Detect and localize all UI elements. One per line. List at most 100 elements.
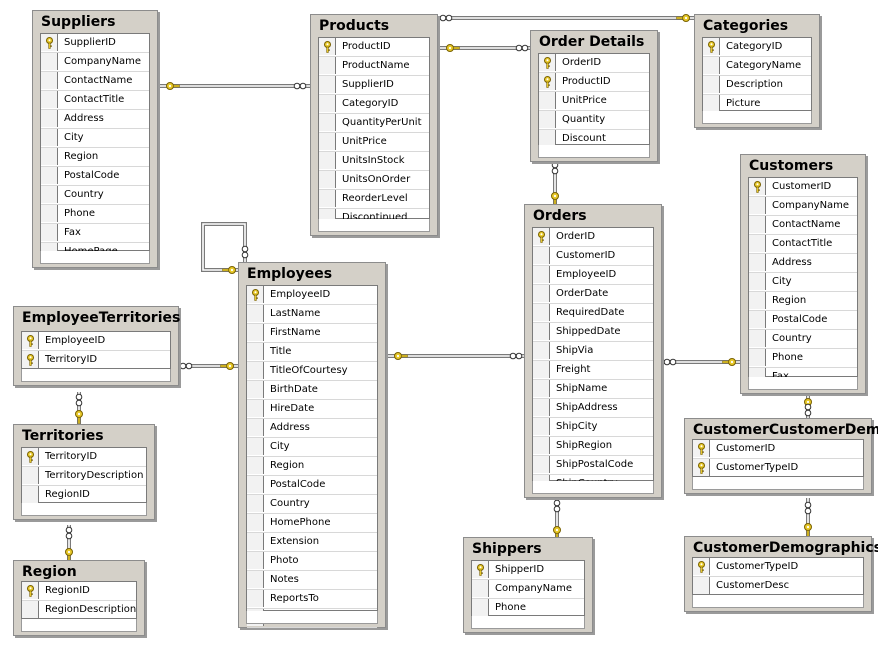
row-selector[interactable] [693, 577, 710, 594]
row-selector[interactable] [41, 148, 58, 165]
column-row[interactable]: ShipVia [533, 342, 653, 361]
row-selector[interactable] [693, 459, 710, 476]
row-selector[interactable] [533, 437, 550, 454]
row-selector[interactable] [533, 304, 550, 321]
column-row[interactable]: Country [247, 495, 377, 514]
row-selector[interactable] [539, 130, 556, 147]
row-selector[interactable] [749, 235, 766, 252]
column-row[interactable]: QuantityPerUnit [319, 114, 429, 133]
column-row[interactable]: CategoryID [703, 38, 811, 57]
row-selector[interactable] [41, 72, 58, 89]
table-title[interactable]: Products [319, 18, 390, 34]
column-row[interactable]: FirstName [247, 324, 377, 343]
column-row[interactable]: Address [41, 110, 149, 129]
column-row[interactable]: ShipRegion [533, 437, 653, 456]
table-title[interactable]: Territories [22, 428, 104, 444]
row-selector[interactable] [247, 457, 264, 474]
row-selector[interactable] [22, 467, 39, 484]
row-selector[interactable] [319, 76, 336, 93]
column-row[interactable]: TerritoryDescription [22, 467, 146, 486]
column-row[interactable]: PostalCode [247, 476, 377, 495]
row-selector[interactable] [41, 53, 58, 70]
table-title[interactable]: CustomerDemographics [693, 540, 878, 556]
column-row[interactable]: ProductName [319, 57, 429, 76]
table-title[interactable]: EmployeeTerritories [22, 310, 181, 326]
column-row[interactable]: EmployeeID [533, 266, 653, 285]
row-selector[interactable] [41, 110, 58, 127]
column-row[interactable]: Notes [247, 571, 377, 590]
row-selector[interactable] [539, 111, 556, 128]
column-row[interactable]: CompanyName [41, 53, 149, 72]
row-selector[interactable] [533, 456, 550, 473]
column-row[interactable]: ShipperID [472, 561, 584, 580]
row-selector[interactable] [533, 323, 550, 340]
column-row[interactable]: HomePhone [247, 514, 377, 533]
row-selector[interactable] [41, 205, 58, 222]
table-title[interactable]: CustomerCustomerDemo [693, 422, 878, 438]
row-selector[interactable] [247, 400, 264, 417]
row-selector[interactable] [693, 440, 710, 457]
row-selector[interactable] [472, 561, 489, 578]
table-title[interactable]: Customers [749, 158, 834, 174]
column-row[interactable]: City [41, 129, 149, 148]
column-row[interactable]: CompanyName [749, 197, 857, 216]
column-row[interactable]: Region [41, 148, 149, 167]
row-selector[interactable] [247, 419, 264, 436]
column-row[interactable]: UnitPrice [319, 133, 429, 152]
column-row[interactable]: ShippedDate [533, 323, 653, 342]
column-row[interactable]: ContactTitle [749, 235, 857, 254]
row-selector[interactable] [533, 247, 550, 264]
column-row[interactable]: OrderID [533, 228, 653, 247]
row-selector[interactable] [533, 342, 550, 359]
column-row[interactable]: ShipName [533, 380, 653, 399]
row-selector[interactable] [22, 601, 39, 618]
column-row[interactable]: OrderDate [533, 285, 653, 304]
row-selector[interactable] [247, 381, 264, 398]
column-row[interactable]: TitleOfCourtesy [247, 362, 377, 381]
row-selector[interactable] [22, 448, 39, 465]
row-selector[interactable] [749, 178, 766, 195]
column-row[interactable]: SupplierID [319, 76, 429, 95]
column-row[interactable]: CustomerID [693, 440, 863, 459]
row-selector[interactable] [749, 273, 766, 290]
row-selector[interactable] [247, 362, 264, 379]
row-selector[interactable] [41, 186, 58, 203]
row-selector[interactable] [749, 254, 766, 271]
column-row[interactable]: Title [247, 343, 377, 362]
column-row[interactable]: CategoryID [319, 95, 429, 114]
column-row[interactable]: Address [749, 254, 857, 273]
row-selector[interactable] [247, 514, 264, 531]
column-row[interactable]: SupplierID [41, 34, 149, 53]
column-row[interactable]: ShipAddress [533, 399, 653, 418]
row-selector[interactable] [472, 599, 489, 616]
column-row[interactable]: RequiredDate [533, 304, 653, 323]
row-selector[interactable] [539, 54, 556, 71]
column-row[interactable]: TerritoryID [22, 448, 146, 467]
column-row[interactable]: Address [247, 419, 377, 438]
column-row[interactable]: ProductID [319, 38, 429, 57]
row-selector[interactable] [319, 95, 336, 112]
row-selector[interactable] [319, 133, 336, 150]
row-selector[interactable] [539, 73, 556, 90]
column-row[interactable]: ContactTitle [41, 91, 149, 110]
row-selector[interactable] [693, 558, 710, 575]
row-selector[interactable] [41, 91, 58, 108]
column-row[interactable]: OrderID [539, 54, 649, 73]
column-row[interactable]: ShipCity [533, 418, 653, 437]
table-title[interactable]: Categories [703, 18, 789, 34]
row-selector[interactable] [22, 351, 39, 368]
row-selector[interactable] [749, 311, 766, 328]
column-row[interactable]: RegionID [22, 582, 136, 601]
row-selector[interactable] [319, 114, 336, 131]
row-selector[interactable] [319, 190, 336, 207]
column-row[interactable]: EmployeeID [22, 332, 170, 351]
row-selector[interactable] [703, 57, 720, 74]
column-row[interactable]: CompanyName [472, 580, 584, 599]
column-row[interactable]: ReorderLevel [319, 190, 429, 209]
table-title[interactable]: Orders [533, 208, 587, 224]
row-selector[interactable] [319, 57, 336, 74]
